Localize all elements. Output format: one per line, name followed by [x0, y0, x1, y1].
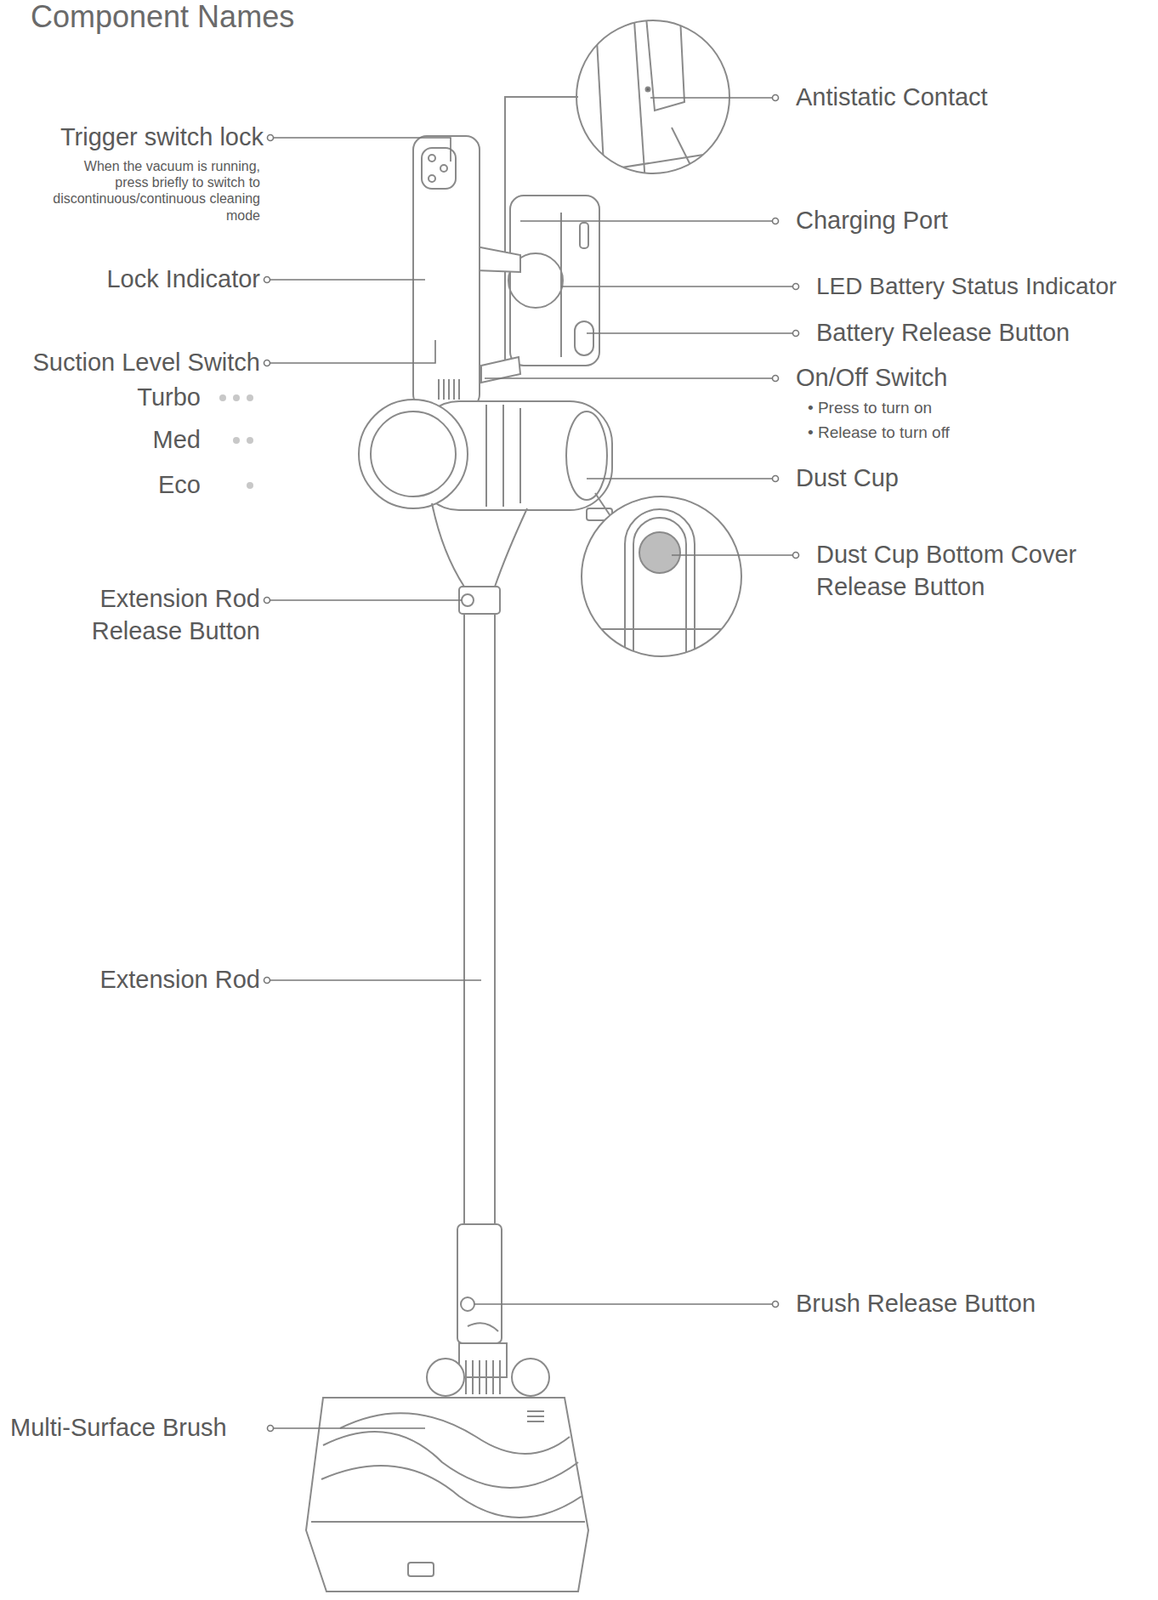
- part-label: Charging Port: [795, 204, 948, 238]
- part-label: Suction Level Switch: [32, 346, 261, 380]
- part-label: Extension Rod: [99, 964, 261, 997]
- part-label: Dust Cup Bottom Cover Release Button: [816, 539, 1140, 603]
- part-label: Trigger switch lock: [60, 121, 264, 154]
- part-label: Extension Rod Release Button: [56, 583, 261, 648]
- part-label: When the vacuum is running, press briefl…: [47, 158, 261, 224]
- part-label: On/Off Switch: [795, 362, 948, 395]
- part-label: Dust Cup: [795, 462, 899, 495]
- part-label: LED Battery Status Indicator: [816, 271, 1117, 302]
- part-label: • Press to turn on: [807, 397, 932, 420]
- part-label: • Release to turn off: [807, 422, 950, 444]
- part-label: Lock Indicator: [106, 263, 261, 296]
- part-label: Med: [153, 424, 201, 457]
- title: Component Names: [30, 0, 295, 35]
- part-label: Multi-Surface Brush: [10, 1412, 228, 1445]
- part-label: Battery Release Button: [816, 317, 1070, 350]
- part-label: Eco: [158, 469, 201, 502]
- part-label: Antistatic Contact: [795, 81, 988, 114]
- part-label: Turbo: [136, 381, 201, 415]
- part-label: Brush Release Button: [795, 1288, 1036, 1321]
